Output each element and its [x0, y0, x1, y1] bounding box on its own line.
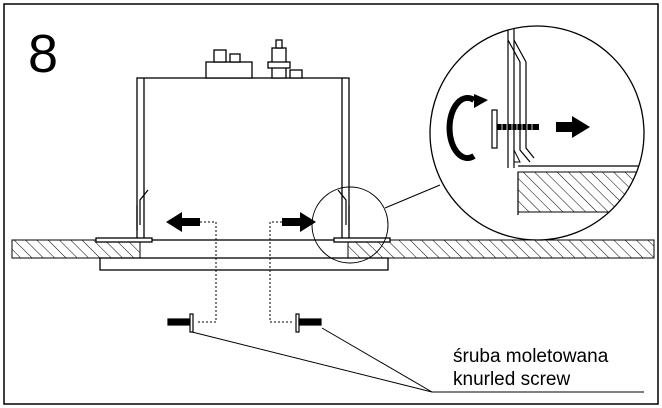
magnified-detail: [429, 25, 645, 241]
label-english: knurled screw: [453, 369, 570, 390]
detail-connector-line: [384, 184, 441, 209]
spring-clip-left: [136, 189, 149, 230]
label-leader-lines: [191, 327, 644, 393]
ceiling-slab: [11, 239, 655, 259]
screw-guide-lines: [196, 221, 294, 323]
detail-arrow-right-icon: [556, 116, 590, 138]
knurled-screw-right: [295, 313, 322, 333]
luminaire-housing: [95, 39, 391, 271]
arrow-left-icon: [166, 212, 200, 232]
spring-clip-right: [337, 189, 350, 230]
knurled-screw-left: [167, 313, 194, 333]
rotate-clockwise-icon: [446, 94, 488, 161]
step-number: 8: [28, 24, 58, 84]
detail-marker-circle: [311, 186, 389, 264]
arrow-right-icon: [282, 212, 316, 232]
label-polish: śruba moletowana: [453, 346, 609, 367]
